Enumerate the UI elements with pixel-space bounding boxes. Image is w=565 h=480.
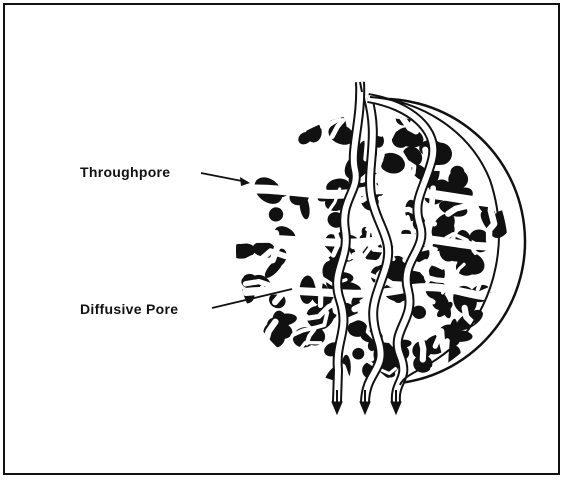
throughpore-label: Throughpore: [80, 164, 170, 180]
diffusive-pore-label: Diffusive Pore: [80, 301, 178, 317]
pore-channel: [215, 276, 242, 300]
pore-channel: [366, 133, 367, 159]
pore-channel: [430, 365, 444, 390]
label-throughpore: Throughpore: [80, 164, 250, 186]
throughpore-arrowhead: [240, 177, 250, 186]
